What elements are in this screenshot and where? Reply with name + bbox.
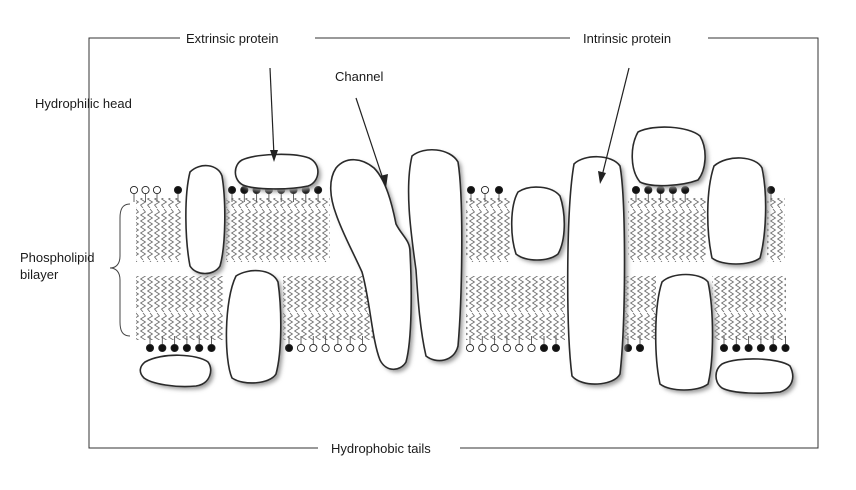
lipid-head (781, 343, 790, 353)
lower-leaflet-tails (136, 276, 786, 340)
phospholipid-heads (129, 185, 790, 353)
label-extrinsic-protein: Extrinsic protein (186, 31, 278, 46)
lipid-head (173, 185, 183, 195)
diagram-frame (88, 37, 819, 449)
lipid-head (756, 343, 765, 353)
label-hydrophilic-head: Hydrophilic head (35, 96, 132, 111)
lipid-head (314, 185, 323, 195)
lipid-head (478, 343, 487, 353)
lipid-head (296, 343, 306, 353)
lipid-head (465, 343, 475, 353)
lipid-head (346, 343, 355, 353)
lipid-head (152, 185, 162, 195)
lipid-head (170, 343, 179, 353)
extrinsic-protein-top-right (631, 126, 709, 189)
lipid-head (145, 343, 155, 353)
channel-protein-right (407, 149, 465, 364)
lipid-head (141, 185, 150, 195)
lipid-head (195, 343, 204, 353)
channel-protein-left (329, 158, 415, 373)
lipid-head (732, 343, 741, 353)
lipid-head (539, 343, 549, 353)
lipid-head (158, 343, 167, 353)
extrinsic-protein-bottom-right (715, 358, 796, 397)
pointer-arrows (269, 67, 630, 188)
lipid-head (631, 185, 641, 195)
label-channel: Channel (335, 69, 384, 84)
lipid-head (358, 343, 367, 353)
intrinsic-protein-large (566, 155, 628, 388)
lipid-head (502, 343, 511, 353)
lipid-head (551, 343, 561, 353)
label-intrinsic-protein: Intrinsic protein (583, 31, 671, 46)
extrinsic-protein-top (234, 153, 321, 192)
lipid-head (207, 343, 216, 353)
upper-leaflet-tails (136, 198, 785, 262)
lipid-head (494, 185, 504, 195)
lipid-head (129, 185, 139, 195)
bilayer-bracket (109, 203, 131, 337)
membrane-proteins (139, 126, 796, 397)
label-phospholipid: Phospholipid (20, 250, 94, 265)
extrinsic-arrow (269, 67, 275, 157)
lipid-head (515, 343, 524, 353)
intrinsic-protein-left-lower (225, 269, 284, 386)
extrinsic-arrowhead (270, 150, 278, 162)
lipid-head (466, 185, 476, 195)
intrinsic-arrow (601, 67, 630, 177)
intrinsic-arrowhead (598, 171, 606, 184)
lipid-head (681, 185, 690, 195)
lipid-head (766, 185, 776, 195)
lipid-head (527, 343, 536, 353)
lipid-head (309, 343, 318, 353)
lipid-head (227, 185, 237, 195)
extrinsic-protein-bottom-left (139, 354, 214, 390)
lipid-head (182, 343, 191, 353)
lipid-head (333, 343, 342, 353)
lipid-head (635, 343, 645, 353)
lipid-head (719, 343, 729, 353)
lipid-head (284, 343, 294, 353)
intrinsic-protein-right-upper (706, 157, 769, 267)
lipid-head (744, 343, 753, 353)
lipid-head (644, 185, 653, 195)
label-hydrophobic-tails: Hydrophobic tails (331, 441, 431, 456)
intrinsic-protein-right-lower (654, 273, 716, 393)
lipid-head (490, 343, 499, 353)
label-bilayer: bilayer (20, 267, 59, 282)
channel-arrowhead (380, 174, 388, 188)
lipid-head (321, 343, 330, 353)
lipid-head (769, 343, 778, 353)
channel-arrow (355, 97, 385, 183)
protein-small-center (510, 186, 568, 263)
intrinsic-protein-left-upper (185, 164, 228, 277)
lipid-head (480, 185, 490, 195)
